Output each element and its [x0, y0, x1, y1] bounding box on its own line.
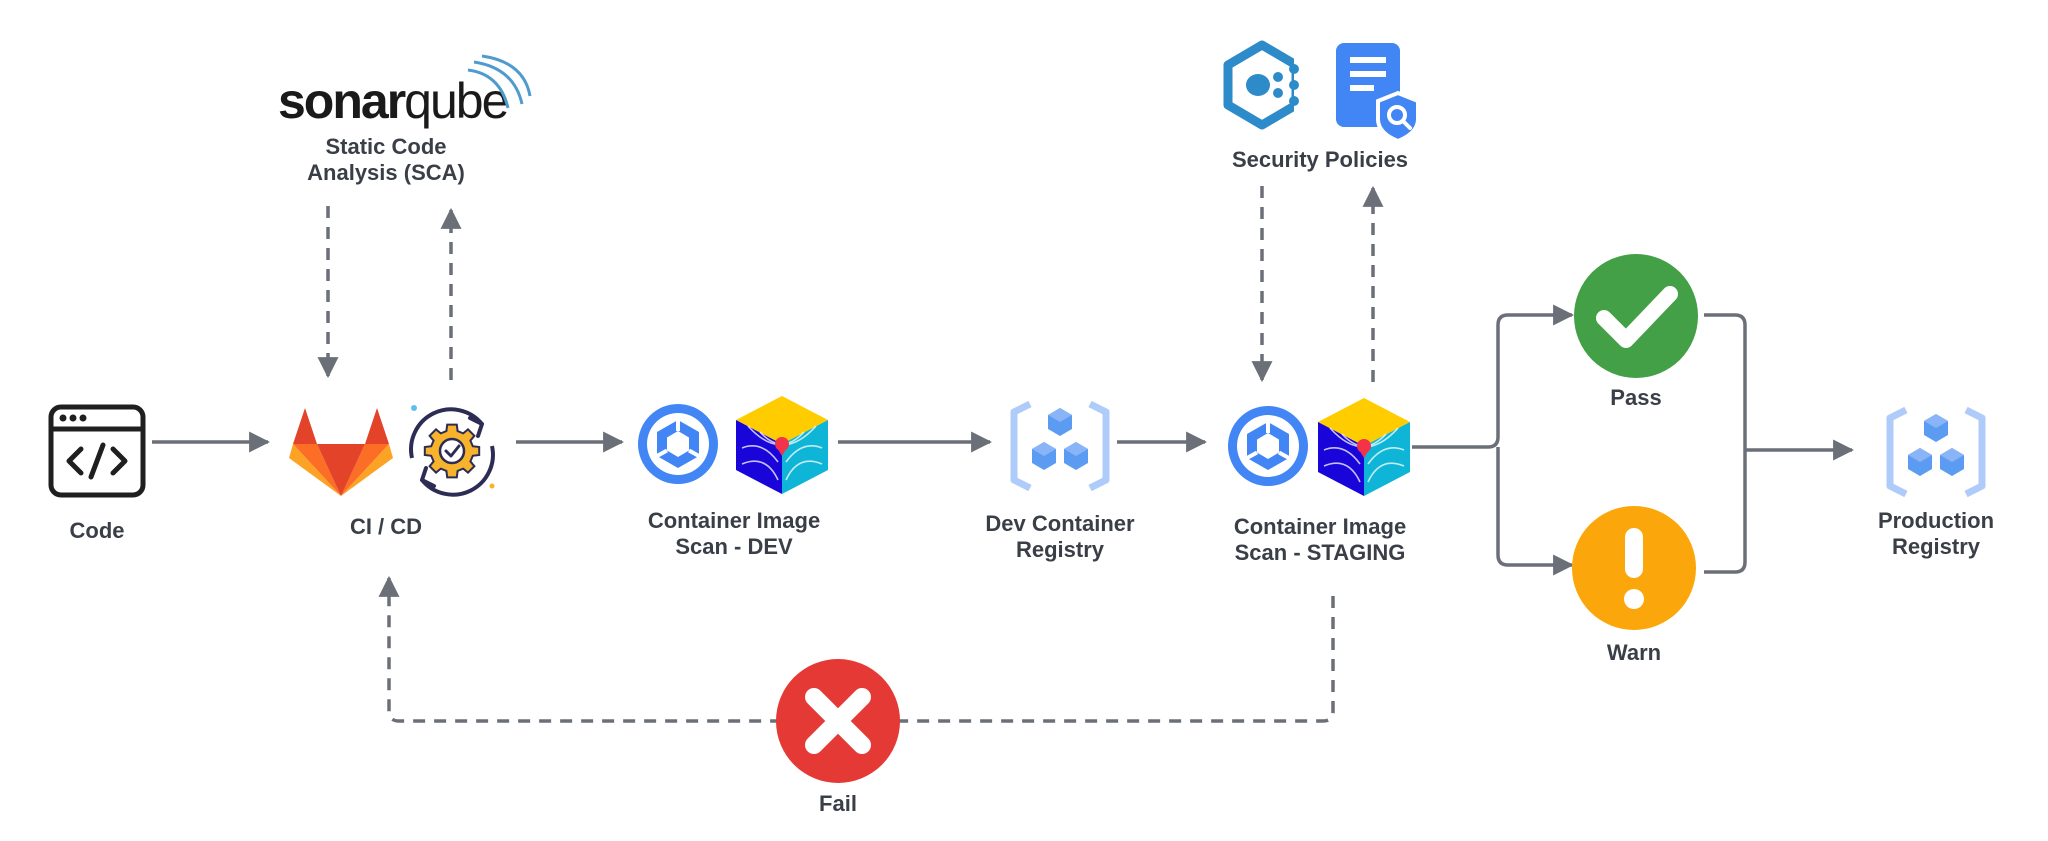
- scan-dev-node: Container Image Scan - DEV: [636, 395, 829, 559]
- dev-registry-node: Dev Container Registry: [985, 404, 1135, 562]
- document-shield-icon: [1336, 43, 1420, 144]
- security-policies-label: Security Policies: [1232, 147, 1408, 172]
- container-scan-icon: [636, 402, 720, 486]
- warn-label: Warn: [1607, 640, 1661, 665]
- dev-registry-label-line2: Registry: [1016, 537, 1105, 562]
- radar-cube-icon: [1317, 397, 1411, 497]
- cicd-label: CI / CD: [350, 514, 422, 539]
- radar-cube-icon: [735, 395, 829, 495]
- prod-registry-label-line1: Production: [1878, 508, 1994, 533]
- security-policies-node: Security Policies: [1223, 40, 1420, 172]
- gear-cycle-icon: [409, 405, 495, 497]
- sonarqube-label-line1: Static Code: [325, 134, 446, 159]
- check-circle-icon: [1574, 254, 1698, 378]
- edge-pass-warn-merge: [1704, 313, 1747, 574]
- scan-dev-label-line2: Scan - DEV: [675, 534, 793, 559]
- dev-registry-label-line1: Dev Container: [985, 511, 1135, 536]
- scan-dev-label-line1: Container Image: [648, 508, 820, 533]
- scan-staging-label-line2: Scan - STAGING: [1235, 540, 1406, 565]
- gitlab-fox-icon: [289, 408, 393, 496]
- pass-node: Pass: [1574, 254, 1698, 410]
- code-label: Code: [70, 518, 125, 543]
- sonarqube-waves-icon: [467, 54, 532, 109]
- prod-registry-label-line2: Registry: [1892, 534, 1981, 559]
- exclamation-circle-icon: [1572, 506, 1696, 630]
- artifact-registry-icon: [1890, 410, 1982, 494]
- scan-staging-label-line1: Container Image: [1234, 514, 1406, 539]
- sonarqube-logo: sonarqube: [278, 73, 508, 129]
- production-registry-node: Production Registry: [1878, 410, 1994, 559]
- fail-node: Fail: [776, 659, 900, 816]
- hexagon-stream-icon: [1223, 40, 1308, 130]
- sonarqube-node: sonarqube Static Code Analysis (SCA): [278, 54, 532, 185]
- edge-scan-staging-to-pass: [1412, 304, 1575, 449]
- cicd-node: CI / CD: [289, 405, 495, 539]
- edges: [152, 185, 1855, 723]
- x-circle-icon: [776, 659, 900, 783]
- container-scan-icon: [1226, 404, 1310, 488]
- pass-label: Pass: [1610, 385, 1661, 410]
- sonarqube-label-line2: Analysis (SCA): [307, 160, 465, 185]
- code-window-icon: [48, 404, 146, 498]
- warn-node: Warn: [1572, 506, 1696, 665]
- scan-staging-node: Container Image Scan - STAGING: [1226, 397, 1411, 565]
- artifact-registry-icon: [1014, 404, 1106, 488]
- edge-scan-staging-to-warn: [1496, 447, 1575, 576]
- code-node: Code: [48, 404, 146, 543]
- fail-label: Fail: [819, 791, 857, 816]
